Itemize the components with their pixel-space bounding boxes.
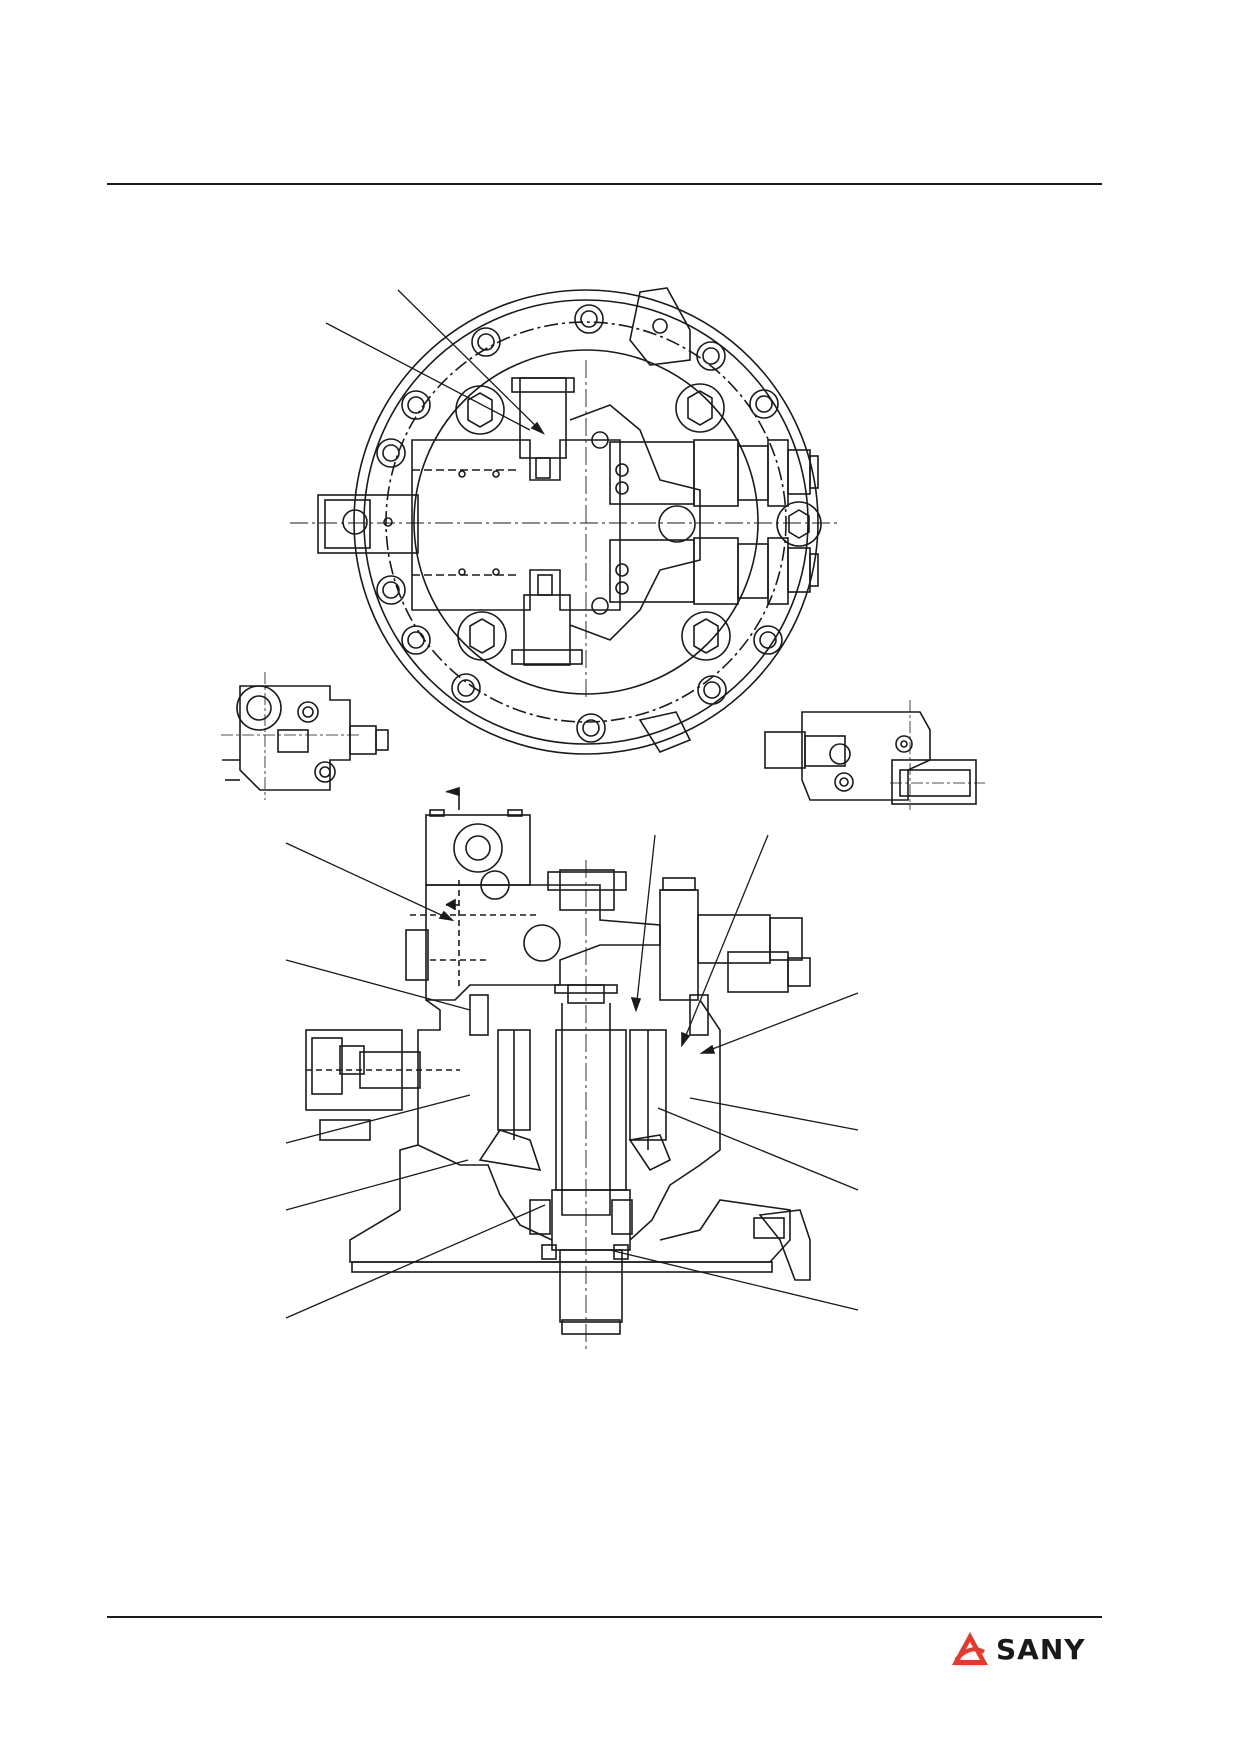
- solenoid-valves: [609, 439, 819, 605]
- footer-divider: [107, 1616, 1102, 1618]
- flange-bolt-holes: [376, 304, 783, 743]
- hex-plugs: [455, 383, 822, 661]
- sany-triangle-logo-icon: [952, 1632, 988, 1665]
- header-divider: [107, 183, 1102, 185]
- right-side-detail: [764, 700, 985, 810]
- brand-name: SANY: [996, 1632, 1086, 1666]
- left-side-detail: [221, 672, 389, 800]
- section-view: [285, 786, 859, 1350]
- top-view: [290, 287, 840, 755]
- brand-logo: SANY: [950, 1626, 1100, 1672]
